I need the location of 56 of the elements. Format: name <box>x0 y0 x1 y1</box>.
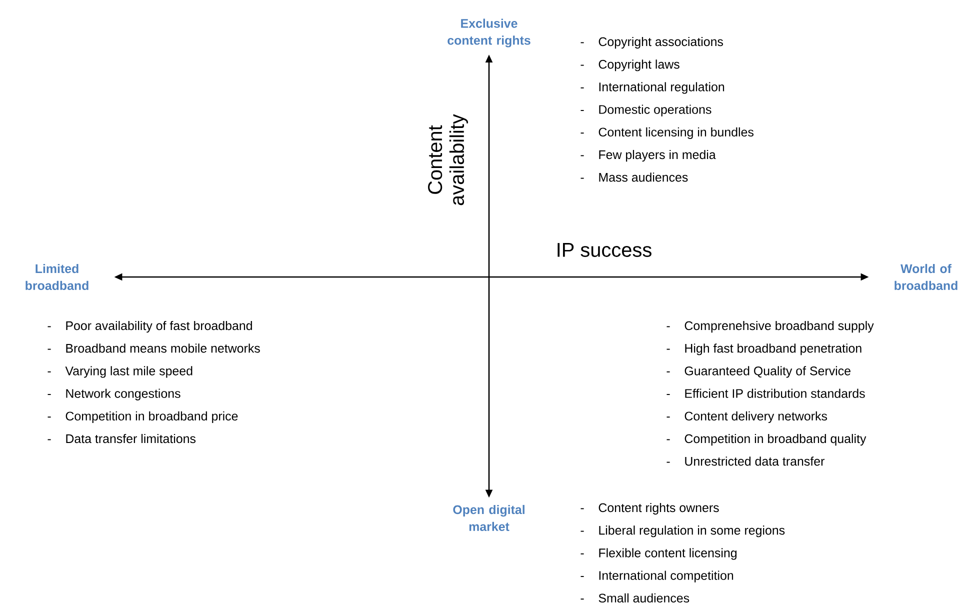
bullet-dash: - <box>666 394 670 395</box>
list-item: International competition <box>599 570 734 582</box>
list-item: Copyright associations <box>598 36 724 49</box>
list-item: Unrestricted data transfer <box>685 456 824 466</box>
bullet-dash: - <box>580 87 584 88</box>
bullet-dash: - <box>666 371 670 372</box>
bullet-dash: - <box>580 553 584 554</box>
bullet-dash: - <box>580 110 584 111</box>
list-item: Poor availability of fast broadband <box>66 320 252 333</box>
bullet-dash: - <box>48 371 51 372</box>
bullet-dash: - <box>580 178 584 179</box>
list-item: Content rights owners <box>598 502 719 515</box>
list-item: Varying last mile speed <box>65 366 192 378</box>
bullet-dash: - <box>666 348 670 350</box>
list-item: Flexible content licensing <box>599 548 736 560</box>
list-item: Data transfer limitations <box>66 434 196 444</box>
bullet-dash: - <box>666 439 670 440</box>
bullet-dash: - <box>666 462 670 463</box>
bullet-dash: - <box>580 576 584 577</box>
bullet-dash: - <box>666 326 670 328</box>
list-item: Network congestions <box>66 388 180 400</box>
bullet-dash: - <box>580 132 584 134</box>
bullet-dash: - <box>48 326 51 328</box>
list-item: Content delivery networks <box>684 411 827 423</box>
bullet-dash: - <box>666 416 670 418</box>
list-item: High fast broadband penetration <box>685 344 862 356</box>
list-item: Domestic operations <box>599 104 712 116</box>
list-item: Content licensing in bundles <box>598 127 754 139</box>
list-item: Liberal regulation in some regions <box>599 526 785 538</box>
bullet-dash: - <box>580 508 584 510</box>
list-item: Guaranteed Quality of Service <box>684 366 850 378</box>
bullet-dash: - <box>48 394 51 395</box>
bullet-dash: - <box>580 64 584 66</box>
bullet-dash: - <box>580 42 584 44</box>
bullet-dash: - <box>580 598 584 600</box>
bullet-dash: - <box>48 416 51 418</box>
list-item: International regulation <box>599 82 724 94</box>
pole-label: Exclusive content rights <box>448 18 530 48</box>
list-item: Comprenehsive broadband supply <box>684 320 874 333</box>
bullet-dash: - <box>48 348 51 350</box>
list-item: Broadband means mobile networks <box>66 344 260 353</box>
axis-title: IP success <box>558 243 652 257</box>
bullet-dash: - <box>580 155 584 156</box>
list-item: Competition in broadband price <box>66 411 238 423</box>
pole-label: Open digital market <box>453 504 524 532</box>
list-item: Competition in broadband quality <box>684 434 866 446</box>
list-item: Small audiences <box>598 593 690 603</box>
list-item: Copyright laws <box>598 60 680 72</box>
axis-title: Content availability <box>428 114 468 206</box>
list-item: Mass audiences <box>599 172 688 182</box>
list-item: Few players in media <box>599 150 716 162</box>
pole-label: World of broadband <box>894 264 958 290</box>
pole-label: Limited broadband <box>26 264 88 290</box>
bullet-dash: - <box>48 439 51 440</box>
list-item: Efficient IP distribution standards <box>685 388 865 398</box>
bullet-dash: - <box>580 530 584 532</box>
